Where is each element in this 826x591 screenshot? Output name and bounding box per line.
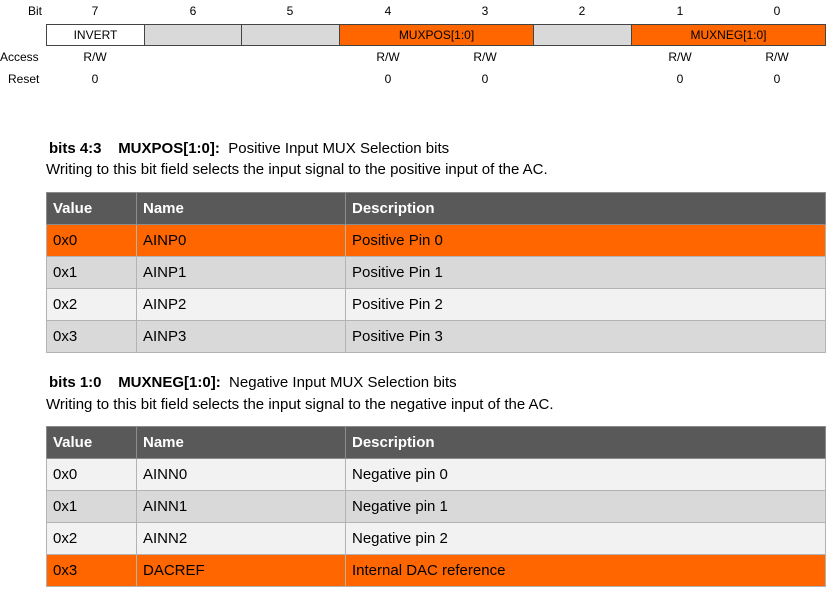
reset-bit3: 0	[481, 72, 489, 86]
muxneg-field-name: MUXNEG[1:0]:	[118, 374, 221, 391]
cell-value: 0x1	[46, 490, 137, 523]
cell-value: 0x3	[46, 554, 137, 587]
muxpos-description: Writing to this bit field selects the in…	[46, 161, 548, 178]
cell-description: Positive Pin 3	[345, 320, 826, 353]
table-row: 0x1 AINN1 Negative pin 1	[46, 490, 826, 523]
cell-name: DACREF	[136, 554, 346, 587]
bit-number-3: 3	[481, 4, 489, 18]
cell-name: AINP3	[136, 320, 346, 353]
cell-description: Internal DAC reference	[345, 554, 826, 587]
bit-number-0: 0	[773, 4, 781, 18]
muxpos-heading: bits 4:3 MUXPOS[1:0]: Positive Input MUX…	[49, 140, 449, 157]
muxpos-table: Value Name Description 0x0 AINP0 Positiv…	[46, 192, 826, 353]
column-header-description: Description	[345, 192, 826, 225]
muxneg-table: Value Name Description 0x0 AINN0 Negativ…	[46, 426, 826, 587]
access-bit1: R/W	[668, 50, 692, 64]
column-header-value: Value	[46, 192, 137, 225]
cell-value: 0x0	[46, 224, 137, 257]
cell-value: 0x2	[46, 288, 137, 321]
field-bit5-reserved	[241, 24, 340, 46]
cell-description: Positive Pin 1	[345, 256, 826, 289]
access-row-label: Access	[0, 50, 39, 64]
cell-name: AINN2	[136, 522, 346, 555]
cell-value: 0x1	[46, 256, 137, 289]
table-row: 0x2 AINN2 Negative pin 2	[46, 522, 826, 555]
cell-description: Positive Pin 0	[345, 224, 826, 257]
reset-bit4: 0	[384, 72, 392, 86]
table-row: 0x1 AINP1 Positive Pin 1	[46, 256, 826, 289]
field-bit2-reserved	[533, 24, 632, 46]
table-row: 0x0 AINN0 Negative pin 0	[46, 458, 826, 491]
field-muxneg: MUXNEG[1:0]	[631, 24, 826, 46]
cell-value: 0x0	[46, 458, 137, 491]
muxpos-field-name: MUXPOS[1:0]:	[118, 140, 220, 157]
bit-number-6: 6	[189, 4, 197, 18]
column-header-name: Name	[136, 426, 346, 459]
bit-number-4: 4	[384, 4, 392, 18]
muxneg-heading: bits 1:0 MUXNEG[1:0]: Negative Input MUX…	[49, 374, 457, 391]
bit-number-5: 5	[286, 4, 294, 18]
cell-description: Negative pin 1	[345, 490, 826, 523]
cell-name: AINP0	[136, 224, 346, 257]
muxneg-bits: bits 1:0	[49, 374, 102, 391]
reset-bit7: 0	[91, 72, 99, 86]
muxneg-description: Writing to this bit field selects the in…	[46, 396, 554, 413]
cell-name: AINN0	[136, 458, 346, 491]
cell-name: AINP2	[136, 288, 346, 321]
access-bit3: R/W	[473, 50, 497, 64]
cell-description: Positive Pin 2	[345, 288, 826, 321]
column-header-description: Description	[345, 426, 826, 459]
muxpos-title: Positive Input MUX Selection bits	[228, 140, 450, 157]
field-muxpos: MUXPOS[1:0]	[339, 24, 534, 46]
access-bit4: R/W	[376, 50, 400, 64]
cell-name: AINP1	[136, 256, 346, 289]
muxneg-title: Negative Input MUX Selection bits	[229, 374, 457, 391]
access-bit7: R/W	[83, 50, 107, 64]
table-row: 0x2 AINP2 Positive Pin 2	[46, 288, 826, 321]
cell-value: 0x3	[46, 320, 137, 353]
table-row: 0x0 AINP0 Positive Pin 0	[46, 224, 826, 257]
cell-value: 0x2	[46, 522, 137, 555]
bit-row-label: Bit	[28, 4, 43, 18]
cell-name: AINN1	[136, 490, 346, 523]
table-header-row: Value Name Description	[46, 426, 826, 459]
field-invert: INVERT	[46, 24, 145, 46]
muxpos-bits: bits 4:3	[49, 140, 102, 157]
cell-description: Negative pin 2	[345, 522, 826, 555]
access-bit0: R/W	[765, 50, 789, 64]
table-row: 0x3 AINP3 Positive Pin 3	[46, 320, 826, 353]
bit-number-1: 1	[676, 4, 684, 18]
column-header-value: Value	[46, 426, 137, 459]
table-header-row: Value Name Description	[46, 192, 826, 225]
field-bit6-reserved	[144, 24, 242, 46]
column-header-name: Name	[136, 192, 346, 225]
bit-number-7: 7	[91, 4, 99, 18]
table-row: 0x3 DACREF Internal DAC reference	[46, 554, 826, 587]
reset-bit1: 0	[676, 72, 684, 86]
cell-description: Negative pin 0	[345, 458, 826, 491]
reset-bit0: 0	[773, 72, 781, 86]
reset-row-label: Reset	[8, 72, 40, 86]
bit-number-2: 2	[578, 4, 586, 18]
